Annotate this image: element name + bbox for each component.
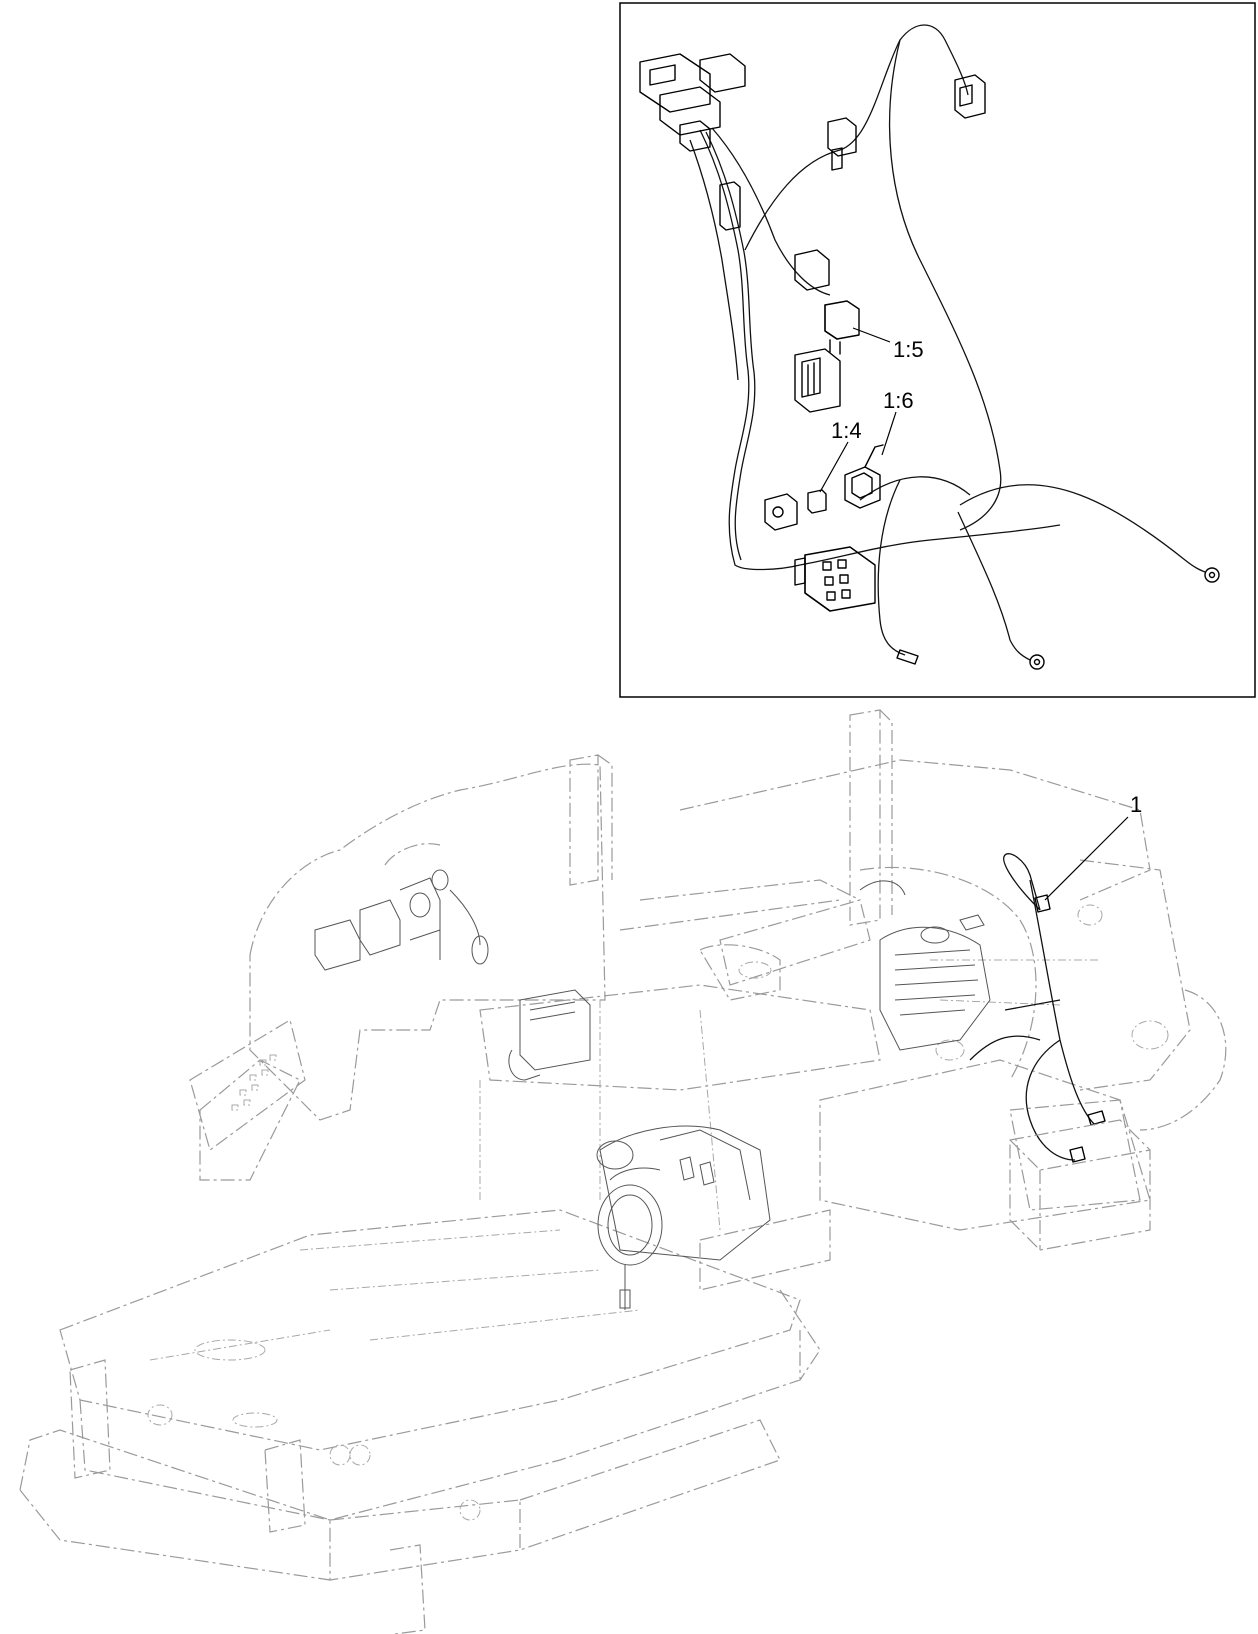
battery xyxy=(1009,1119,1151,1251)
fuse-1-4 xyxy=(807,489,827,514)
wire-harness-installed xyxy=(969,853,1106,1163)
leader-1-6 xyxy=(881,411,897,456)
connector-top-right xyxy=(954,74,986,119)
fuse-holder-plug xyxy=(764,493,798,531)
leader-1-5 xyxy=(852,327,891,343)
engine-block xyxy=(859,880,991,1051)
ring-terminal-bottom xyxy=(1029,654,1045,670)
bracket-1-6 xyxy=(844,444,884,509)
left-relay-cluster xyxy=(314,869,489,971)
relay-1-5 xyxy=(824,300,860,355)
ring-terminal-right xyxy=(1204,567,1220,583)
chassis-frame-phantom xyxy=(19,709,1227,1634)
connector-mid-left xyxy=(794,348,841,413)
leader-1 xyxy=(1044,816,1129,901)
callout-1: 1 xyxy=(1130,792,1142,817)
wire-end-sleeve xyxy=(896,649,919,665)
callout-1-5: 1:5 xyxy=(893,337,924,362)
controller-module xyxy=(508,989,591,1081)
wire-harness-detail-inset: 1:5 1:4 1:6 xyxy=(619,2,1256,698)
leader-1-4 xyxy=(819,441,849,493)
inset-border xyxy=(619,2,1256,698)
engine-cross-member xyxy=(699,899,871,1001)
callout-1-4: 1:4 xyxy=(831,418,862,443)
connector-cluster-top-left xyxy=(639,53,746,152)
connector-trunk-middle xyxy=(719,181,830,291)
callout-1-6: 1:6 xyxy=(883,388,914,413)
connector-upper-middle xyxy=(827,117,857,171)
hydraulic-pump-assembly xyxy=(596,1125,771,1310)
fuse-block xyxy=(794,546,876,612)
